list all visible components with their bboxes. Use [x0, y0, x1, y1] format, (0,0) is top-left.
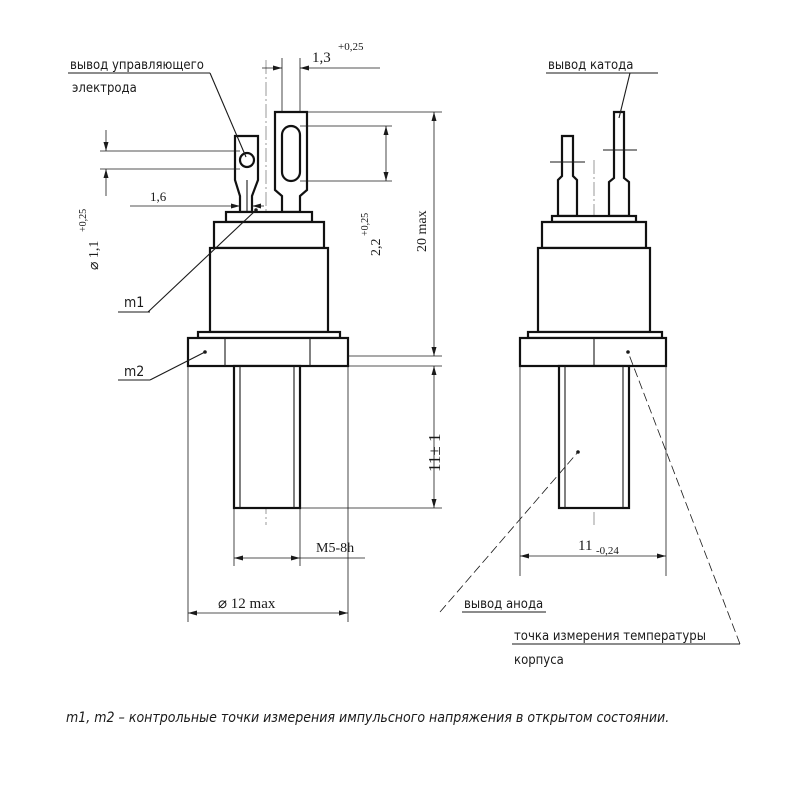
text-layer: вывод управляющего электрода вывод катод…: [66, 41, 706, 726]
body: [208, 246, 330, 334]
diameter-dim: ⌀ 12 max: [218, 596, 276, 612]
pin-spacing-tol: +0,25: [338, 41, 364, 53]
cathode-lead-right: [607, 110, 631, 218]
gate-lead-label: вывод управляющего: [70, 58, 204, 73]
slot-length-tol: +0,25: [360, 213, 371, 236]
gate-hole: [238, 151, 256, 169]
arrow-head: [383, 126, 389, 135]
m2-point: [203, 350, 207, 354]
pin-spacing-dim: 1,3: [312, 50, 331, 66]
gate-lead-label-2: электрода: [72, 81, 137, 96]
arrow-head: [103, 142, 109, 151]
arrow-head: [273, 65, 282, 71]
m1-label: m1: [124, 295, 144, 311]
anode-leader: [439, 451, 579, 613]
m2-label: m2: [124, 364, 144, 380]
arrow-head: [252, 203, 261, 209]
arrow-head: [103, 169, 109, 178]
arrow-head: [291, 555, 300, 561]
footnote: m1, m2 – контрольные точки измерения имп…: [66, 710, 669, 726]
arrow-head: [383, 172, 389, 181]
arrow-head: [431, 112, 437, 121]
thread-dim: M5-8h: [316, 541, 354, 556]
cathode-slot: [280, 124, 302, 183]
anode-point: [576, 450, 580, 454]
m2-leader: [149, 351, 206, 381]
temp-leader: [627, 351, 741, 645]
arrow-head: [431, 366, 437, 375]
arrow-head: [431, 499, 437, 508]
body-right: [536, 246, 652, 334]
hex-base-right: [518, 336, 668, 368]
anode-lead-label: вывод анода: [464, 597, 543, 612]
gate-label-leader: [209, 72, 247, 158]
temp-point-label: точка измерения температуры: [514, 629, 706, 644]
stud-right: [557, 364, 631, 510]
arrow-head: [300, 65, 309, 71]
body-shoulder: [212, 220, 326, 250]
m1-point: [254, 208, 258, 212]
arrow-head: [231, 203, 240, 209]
left-view: [68, 58, 442, 622]
top-cap: [224, 210, 314, 224]
cathode-lead-label: вывод катода: [548, 58, 633, 73]
slot-length-dim: 2,2: [369, 239, 384, 257]
hole-diameter-dim: ⌀ 1,1: [87, 241, 102, 270]
hex-flats-tol: -0,24: [596, 545, 619, 557]
hex-flats-dim: 11: [578, 538, 592, 554]
temp-point-label-2: корпуса: [514, 653, 564, 668]
stud-length-dim: 11± 1: [425, 434, 444, 472]
pin-width-dim: 1,6: [150, 189, 167, 204]
cathode-label-leader: [618, 72, 631, 119]
temp-point: [626, 350, 630, 354]
arrow-head: [339, 610, 348, 616]
arrow-head: [188, 610, 197, 616]
hex-base: [186, 336, 350, 368]
arrow-head: [657, 553, 666, 559]
arrow-head: [234, 555, 243, 561]
gate-lead-right: [556, 134, 579, 218]
top-height-dim: 20 max: [415, 210, 430, 252]
body-shoulder-right: [540, 220, 648, 250]
right-view: [439, 72, 741, 645]
m1-leader: [147, 209, 257, 313]
hole-diameter-tol: +0,25: [78, 209, 89, 232]
arrow-head: [520, 553, 529, 559]
stud: [232, 364, 302, 510]
arrow-head: [431, 347, 437, 356]
